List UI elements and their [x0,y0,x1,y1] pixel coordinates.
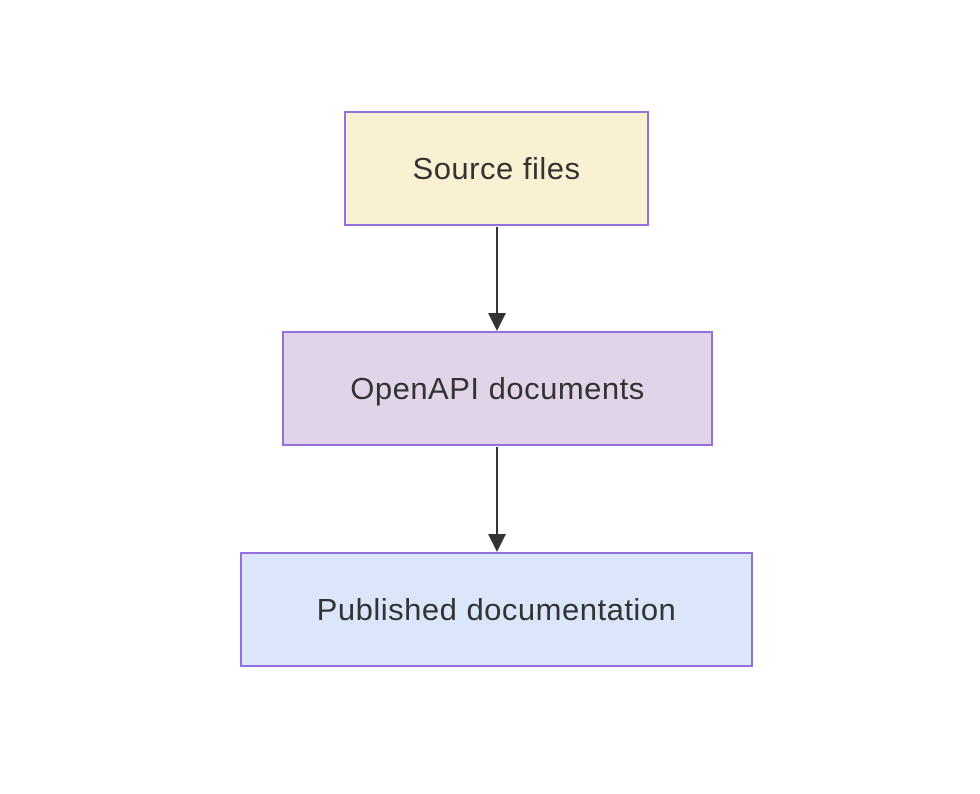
node-published-documentation: Published documentation [240,552,753,667]
edge-line-source-to-openapi [496,227,498,314]
arrowhead-down-icon [488,534,506,552]
node-source-files: Source files [344,111,649,226]
arrowhead-down-icon [488,313,506,331]
edge-line-openapi-to-published [496,447,498,535]
node-label: Source files [412,150,581,186]
node-openapi-documents: OpenAPI documents [282,331,713,446]
node-label: OpenAPI documents [350,370,645,406]
node-label: Published documentation [316,591,677,627]
